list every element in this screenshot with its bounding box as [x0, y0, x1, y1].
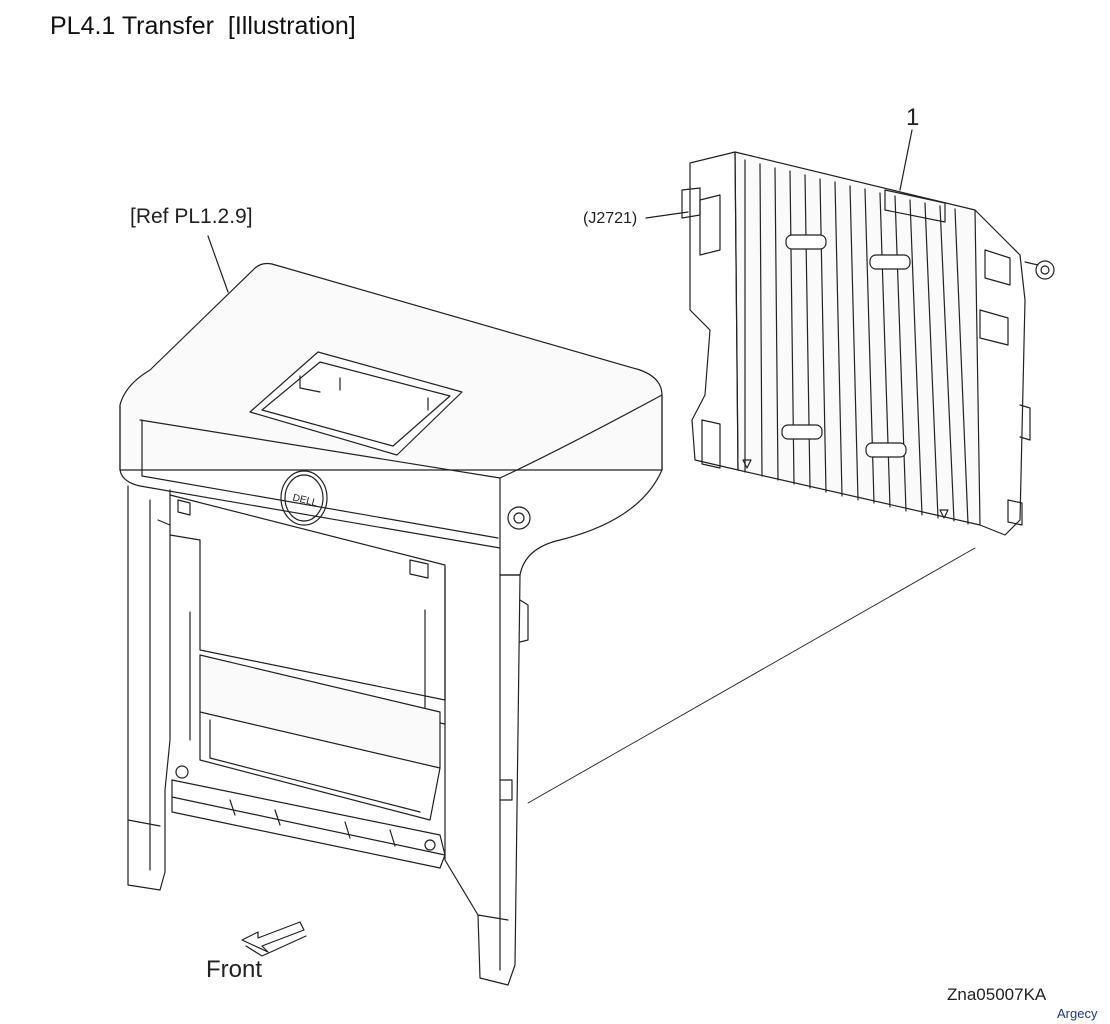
- front-label: Front: [206, 956, 263, 983]
- connector-leader-line: [645, 211, 689, 219]
- ref-pl129-label: [Ref PL1.2.9]: [130, 205, 253, 228]
- ref-leader-line: [207, 235, 229, 293]
- item-1-leader-line: [899, 129, 913, 191]
- printer-front-band: [119, 404, 501, 549]
- printer-top-cover: [119, 262, 663, 471]
- printer-body: DELL: [119, 262, 663, 986]
- printer-feeder-block: [199, 654, 441, 769]
- page-title: PL4.1 Transfer [Illustration]: [50, 12, 356, 40]
- connector-j2721-label: (J2721): [583, 210, 638, 227]
- item-number-1: 1: [906, 104, 920, 131]
- printer-inner-cavity: [169, 494, 446, 701]
- top-tray-opening: [249, 351, 463, 456]
- figure-id: Zna05007KA: [947, 985, 1047, 1004]
- logo-text: DELL: [291, 492, 318, 509]
- dell-logo: DELL: [280, 470, 328, 526]
- printer-bottom-tray: [171, 779, 446, 856]
- front-arrow-icon: [241, 921, 307, 957]
- assembly-dash-line: [527, 547, 976, 804]
- printer-right-leg: [444, 567, 521, 986]
- transfer-unit: [681, 151, 1055, 536]
- printer-left-leg: [127, 485, 171, 891]
- watermark-text: Argecy: [1057, 1006, 1098, 1021]
